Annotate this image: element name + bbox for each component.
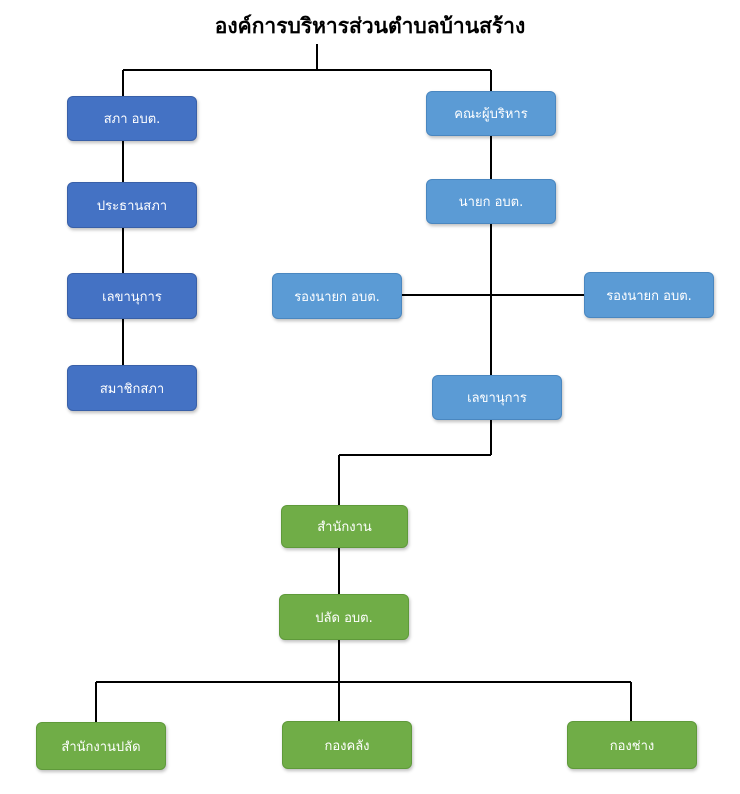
- engineering-division-box[interactable]: กองช่าง: [567, 721, 697, 769]
- council-members-box[interactable]: สมาชิกสภา: [67, 365, 197, 411]
- office-box[interactable]: สำนักงาน: [281, 505, 408, 548]
- chart-title: องค์การบริหารส่วนตำบลบ้านสร้าง: [214, 14, 526, 38]
- mayor-box[interactable]: นายก อบต.: [426, 179, 556, 224]
- clerk-box[interactable]: ปลัด อบต.: [279, 594, 409, 640]
- executive-secretary-box[interactable]: เลขานุการ: [432, 375, 562, 420]
- finance-division-box[interactable]: กองคลัง: [282, 721, 412, 769]
- council-chair-box[interactable]: ประธานสภา: [67, 182, 197, 228]
- clerk-office-box[interactable]: สำนักงานปลัด: [36, 722, 166, 770]
- council-box[interactable]: สภา อบต.: [67, 96, 197, 141]
- council-secretary-box[interactable]: เลขานุการ: [67, 273, 197, 319]
- deputy-mayor-left-box[interactable]: รองนายก อบต.: [272, 273, 402, 319]
- executive-board-box[interactable]: คณะผู้บริหาร: [426, 91, 556, 136]
- deputy-mayor-right-box[interactable]: รองนายก อบต.: [584, 272, 714, 318]
